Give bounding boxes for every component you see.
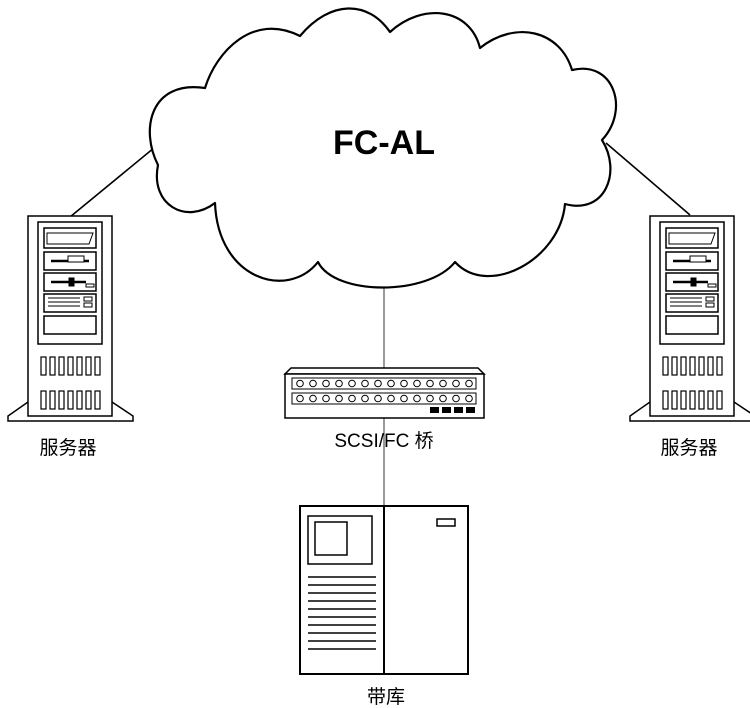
scsi-fc-bridge-label: SCSI/FC 桥 <box>334 431 434 452</box>
bridge-port-strip-1 <box>291 377 477 390</box>
tape-library-handle <box>436 518 456 527</box>
tape-library-slots <box>308 576 376 650</box>
bridge-ports <box>296 379 473 403</box>
server-right-bay-1-slot <box>668 232 716 245</box>
server-left-label: 服务器 <box>39 437 97 459</box>
server-left-bay-5 <box>43 315 97 335</box>
server-right <box>629 215 750 422</box>
tape-library <box>299 505 469 675</box>
tape-library-window-inner <box>314 521 348 556</box>
link-left-server-to-cloud <box>69 142 161 218</box>
bridge-port-strip-2 <box>291 392 477 405</box>
server-right-vents <box>662 356 723 410</box>
server-left-vents <box>40 356 101 410</box>
scsi-fc-bridge <box>283 367 486 419</box>
server-left-bay-1-slot <box>46 232 94 245</box>
server-left <box>7 215 134 422</box>
fc-al-cloud-shape <box>148 7 618 289</box>
fc-al-label: FC-AL <box>333 124 435 162</box>
bridge-top-face <box>283 367 486 375</box>
link-right-server-to-cloud <box>605 142 691 216</box>
server-right-bay-5 <box>665 315 719 335</box>
bridge-indicator-leds <box>430 407 475 413</box>
server-right-label: 服务器 <box>660 437 718 459</box>
tape-library-label: 带库 <box>366 686 406 708</box>
